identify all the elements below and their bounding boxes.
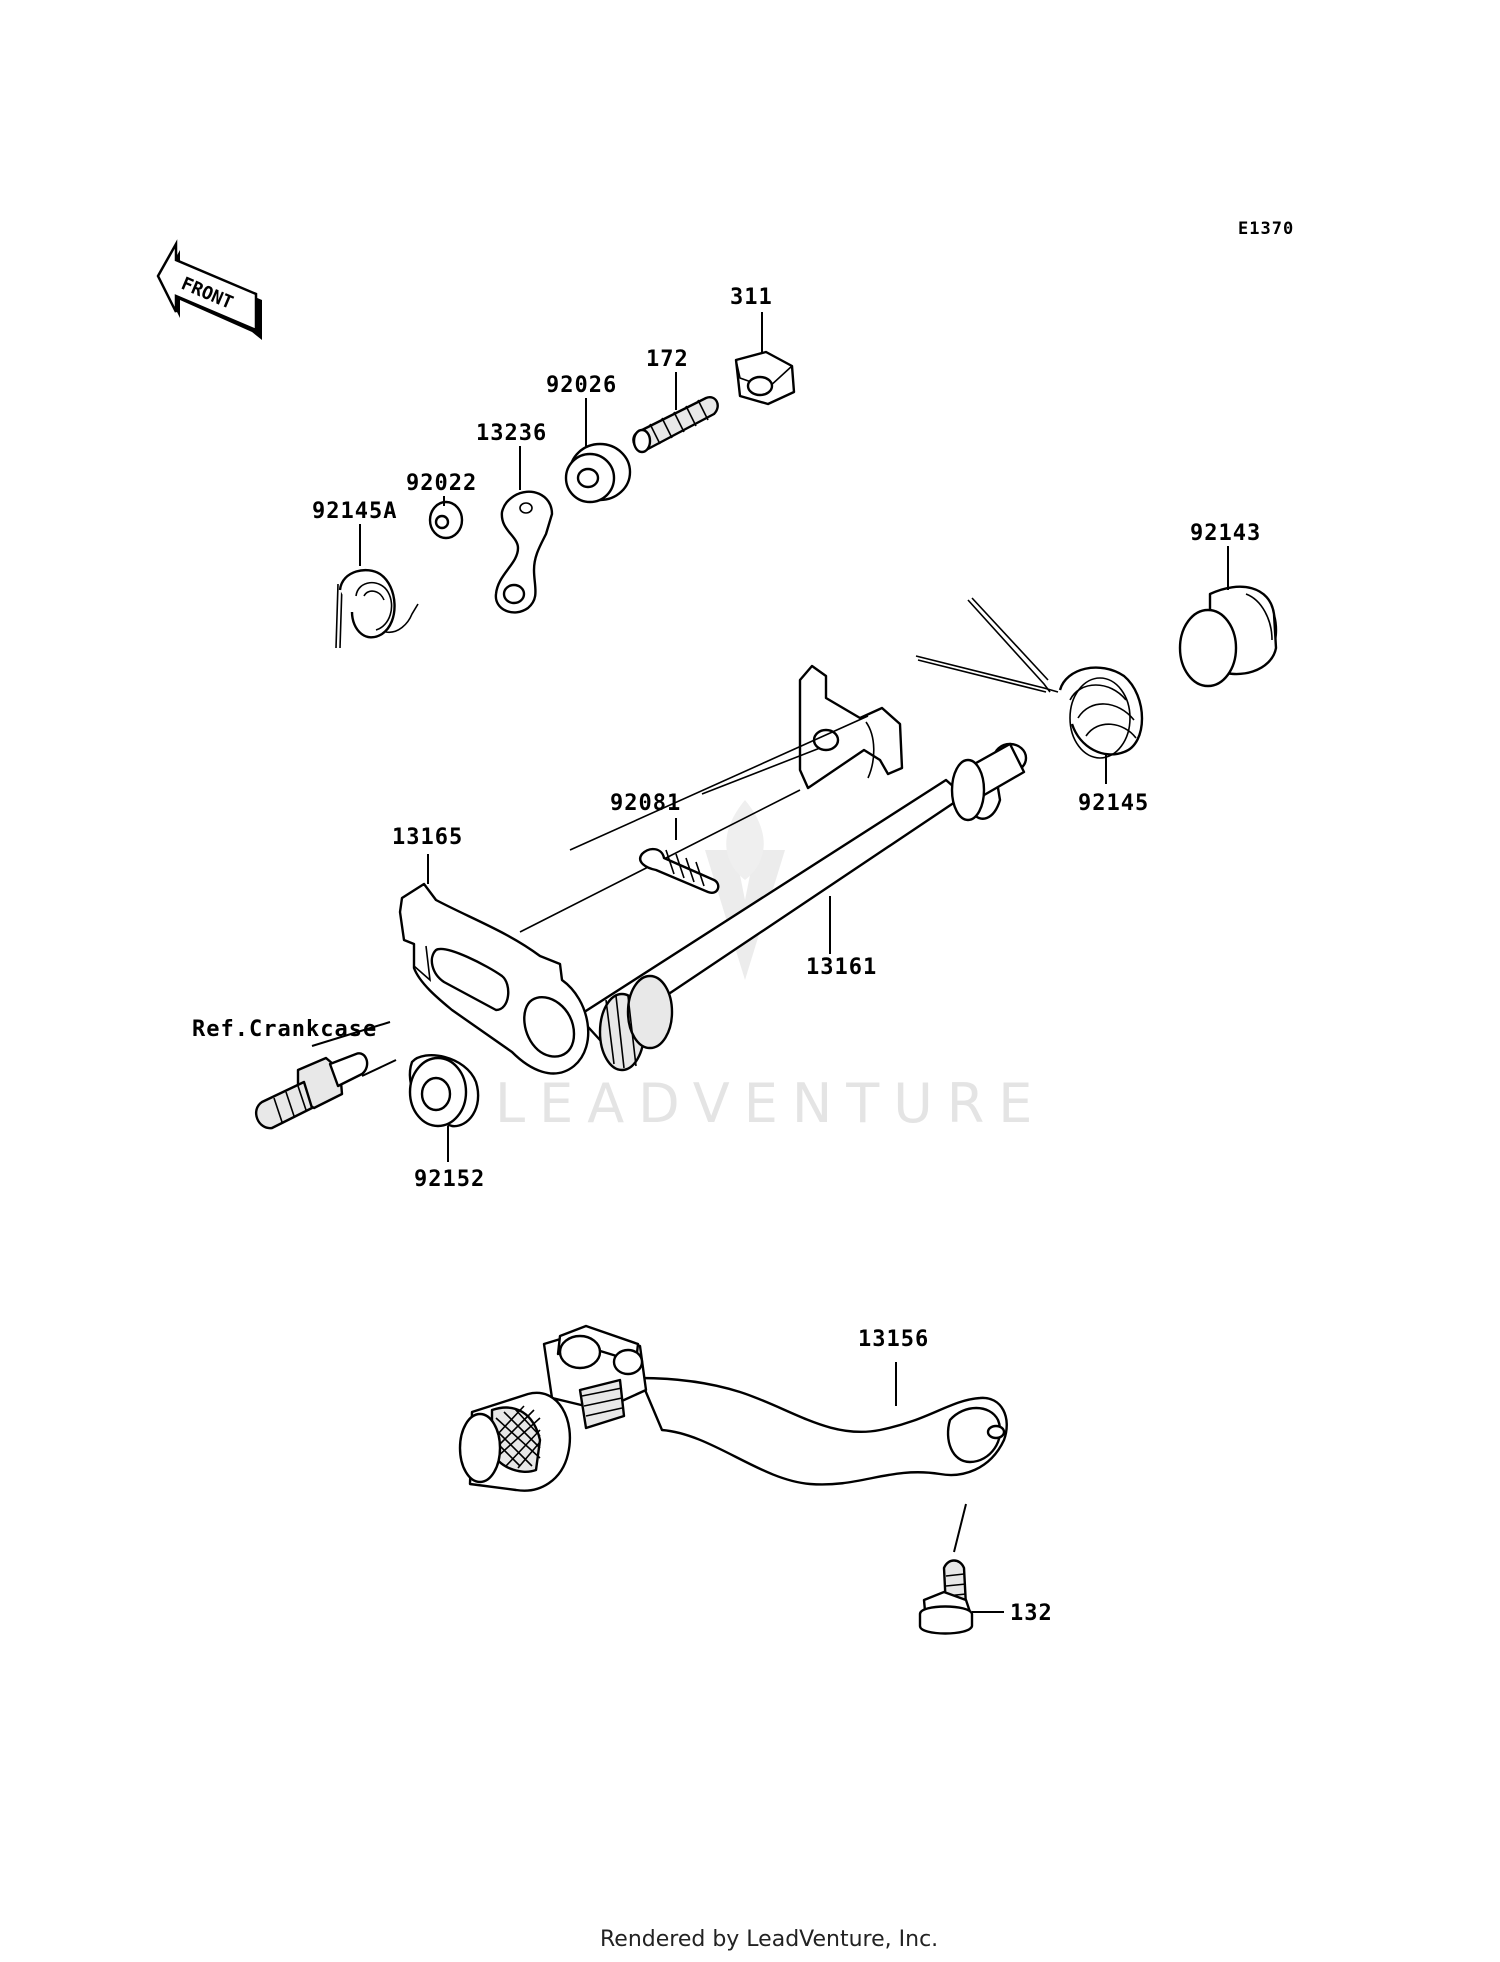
leadventure-watermark: LEADVENTURE	[495, 800, 1046, 1135]
part-label-92145A: 92145A	[312, 499, 397, 524]
ref-crankcase-label: Ref.Crankcase	[192, 1017, 377, 1042]
part-92026-washer	[564, 398, 632, 504]
part-92022-washer	[428, 496, 464, 540]
part-label-92152: 92152	[414, 1167, 485, 1192]
part-13156-shift-pedal	[458, 1324, 1008, 1492]
ref-crankcase-stud	[255, 1021, 397, 1130]
diagram-code: E1370	[1238, 219, 1294, 239]
front-direction-arrow-icon: FRONT	[156, 239, 262, 340]
part-label-13236: 13236	[476, 421, 547, 446]
part-13161-shift-shaft	[519, 664, 1028, 1072]
part-92152-seal	[408, 1054, 480, 1162]
part-label-13161: 13161	[806, 955, 877, 980]
part-92081-spring	[639, 818, 720, 894]
part-172-stud	[632, 372, 719, 454]
part-label-13156: 13156	[858, 1327, 929, 1352]
part-label-92143: 92143	[1190, 521, 1261, 546]
part-92143-collar	[1178, 546, 1278, 688]
footer-credit: Rendered by LeadVenture, Inc.	[600, 1927, 938, 1952]
part-13236-arm	[494, 446, 554, 614]
part-label-92145: 92145	[1078, 791, 1149, 816]
part-92145-spring	[915, 597, 1144, 784]
part-311-nut	[734, 312, 796, 406]
part-132-bolt	[918, 1503, 1004, 1635]
part-label-172: 172	[646, 347, 689, 372]
part-label-92022: 92022	[406, 471, 477, 496]
part-13165-plate	[398, 854, 590, 1075]
part-label-92081: 92081	[610, 791, 681, 816]
part-92145A-spring	[335, 524, 419, 649]
part-label-92026: 92026	[546, 373, 617, 398]
part-label-13165: 13165	[392, 825, 463, 850]
part-label-311: 311	[730, 285, 773, 310]
watermark-text: LEADVENTURE	[495, 1072, 1046, 1135]
part-label-132: 132	[1010, 1601, 1053, 1626]
